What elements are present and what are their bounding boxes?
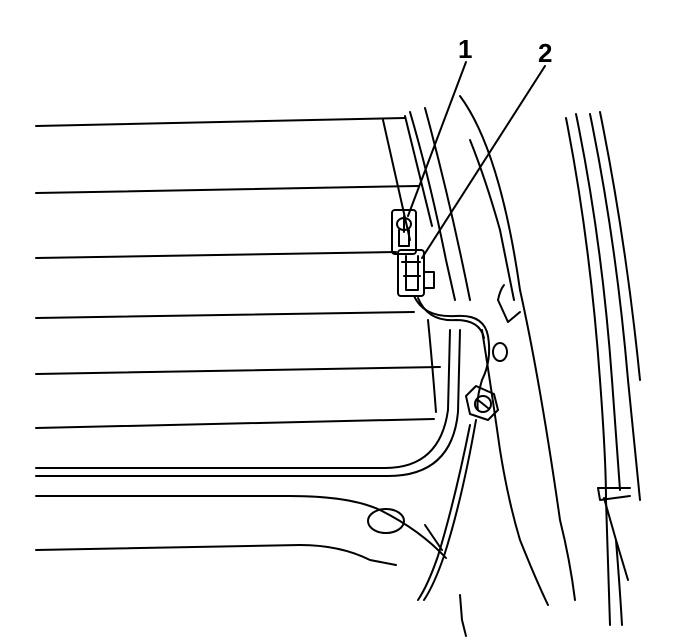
- grid-line: [35, 366, 441, 375]
- grid-line: [35, 251, 397, 259]
- lower-panel-contour: [35, 495, 467, 637]
- harness-connector-1: [391, 209, 417, 255]
- callout-2-label: 2: [538, 38, 552, 68]
- body-pillar: [565, 111, 641, 626]
- harness-grommet: [465, 385, 499, 421]
- grid-line: [35, 117, 406, 127]
- grommet-hole: [492, 342, 508, 362]
- wiring-harness: [413, 295, 491, 601]
- liftgate-panel-outline: [459, 95, 576, 606]
- callout-1-leader: [407, 61, 467, 217]
- defroster-grid-lines: [35, 117, 441, 429]
- callout-1-label: 1: [458, 34, 472, 64]
- harness-connector-2: [397, 249, 435, 297]
- callout-2-leader: [421, 65, 546, 259]
- grid-line: [35, 185, 419, 194]
- grid-line: [35, 311, 415, 319]
- grid-line: [35, 418, 435, 429]
- panel-oval-hole: [367, 508, 405, 534]
- glass-side-edges: [382, 107, 471, 413]
- glass-lower-edge: [35, 329, 461, 477]
